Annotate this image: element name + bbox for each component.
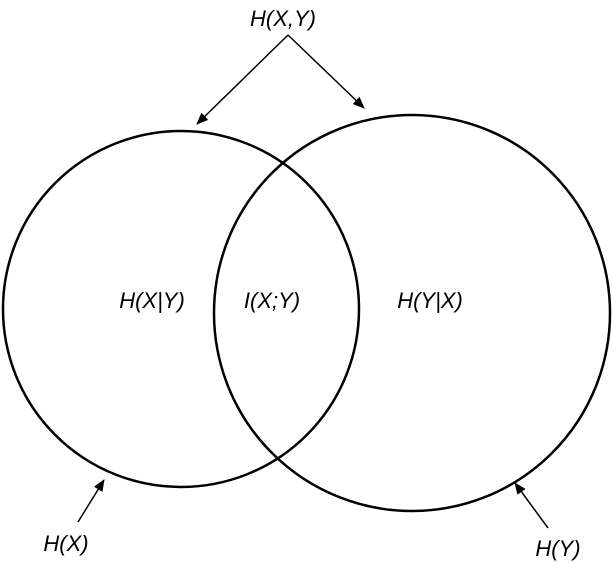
label-conditional-x-given-y: H(X|Y) <box>119 288 185 313</box>
arrow-hy <box>514 482 549 529</box>
arrow-joint-left <box>196 34 289 125</box>
label-mutual-information: I(X;Y) <box>244 288 300 313</box>
label-hx: H(X) <box>43 531 88 556</box>
circle-hy <box>212 113 612 513</box>
arrow-joint-right <box>287 34 365 109</box>
label-joint-entropy: H(X,Y) <box>250 6 316 31</box>
arrow-hx <box>77 479 105 523</box>
label-conditional-y-given-x: H(Y|X) <box>397 288 463 313</box>
circle-hx <box>1 129 361 489</box>
label-hy: H(Y) <box>535 536 580 561</box>
